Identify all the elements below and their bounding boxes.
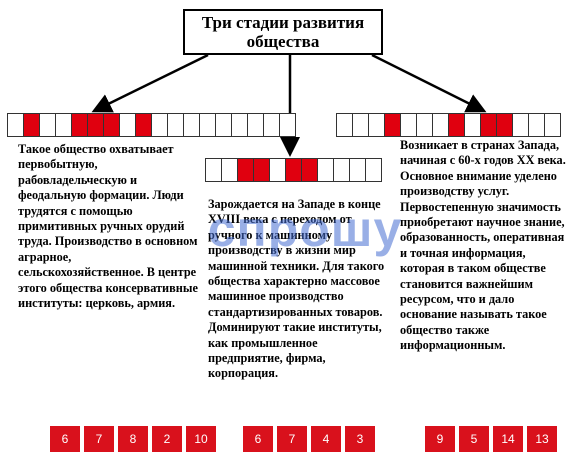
strip-cell-filled	[135, 113, 152, 137]
strip-cell-empty	[365, 158, 382, 182]
strip-cell-empty	[55, 113, 72, 137]
strip-cell-empty	[464, 113, 481, 137]
stage-3-description: Возникает в странах Запада, начиная с 60…	[400, 138, 566, 353]
strip-cell-empty	[205, 158, 222, 182]
strip-cell-empty	[368, 113, 385, 137]
strip-cell-empty	[432, 113, 449, 137]
strip-cell-empty	[400, 113, 417, 137]
strip-cell-empty	[279, 113, 296, 137]
number-badge: 5	[459, 426, 489, 452]
stage-1-strip	[7, 113, 296, 137]
strip-cell-filled	[448, 113, 465, 137]
number-badge: 3	[345, 426, 375, 452]
strip-cell-empty	[167, 113, 184, 137]
arrow-left	[91, 53, 209, 113]
strip-cell-empty	[333, 158, 350, 182]
strip-cell-filled	[384, 113, 401, 137]
strip-cell-filled	[87, 113, 104, 137]
arrow-right	[371, 53, 487, 113]
strip-cell-empty	[528, 113, 545, 137]
strip-cell-filled	[103, 113, 120, 137]
number-badge: 14	[493, 426, 523, 452]
strip-cell-empty	[183, 113, 200, 137]
number-badge: 10	[186, 426, 216, 452]
number-badge: 13	[527, 426, 557, 452]
number-badge: 2	[152, 426, 182, 452]
strip-cell-empty	[352, 113, 369, 137]
strip-cell-empty	[512, 113, 529, 137]
strip-cell-empty	[119, 113, 136, 137]
strip-cell-empty	[349, 158, 366, 182]
stage-1-description: Такое общество охватывает первобытную, р…	[18, 142, 198, 311]
number-badge: 4	[311, 426, 341, 452]
strip-cell-filled	[480, 113, 497, 137]
strip-cell-empty	[336, 113, 353, 137]
stage-2-description: Зарождается на Западе в конце XVIII века…	[208, 197, 385, 381]
strip-cell-filled	[253, 158, 270, 182]
strip-cell-empty	[151, 113, 168, 137]
stage-2-strip	[205, 158, 382, 182]
strip-cell-filled	[23, 113, 40, 137]
strip-cell-empty	[317, 158, 334, 182]
strip-cell-empty	[199, 113, 216, 137]
strip-cell-filled	[237, 158, 254, 182]
number-badge: 7	[84, 426, 114, 452]
strip-cell-filled	[496, 113, 513, 137]
strip-cell-empty	[416, 113, 433, 137]
number-badge: 9	[425, 426, 455, 452]
number-badge: 8	[118, 426, 148, 452]
strip-cell-empty	[263, 113, 280, 137]
strip-cell-filled	[301, 158, 318, 182]
strip-cell-empty	[221, 158, 238, 182]
strip-cell-empty	[544, 113, 561, 137]
stage-3-strip	[336, 113, 561, 137]
strip-cell-empty	[215, 113, 232, 137]
strip-cell-filled	[285, 158, 302, 182]
strip-cell-empty	[231, 113, 248, 137]
strip-cell-filled	[71, 113, 88, 137]
strip-cell-empty	[269, 158, 286, 182]
number-badge: 6	[50, 426, 80, 452]
strip-cell-empty	[7, 113, 24, 137]
number-badge: 7	[277, 426, 307, 452]
number-badge: 6	[243, 426, 273, 452]
strip-cell-empty	[247, 113, 264, 137]
diagram-title: Три стадии развития общества	[183, 9, 383, 55]
strip-cell-empty	[39, 113, 56, 137]
